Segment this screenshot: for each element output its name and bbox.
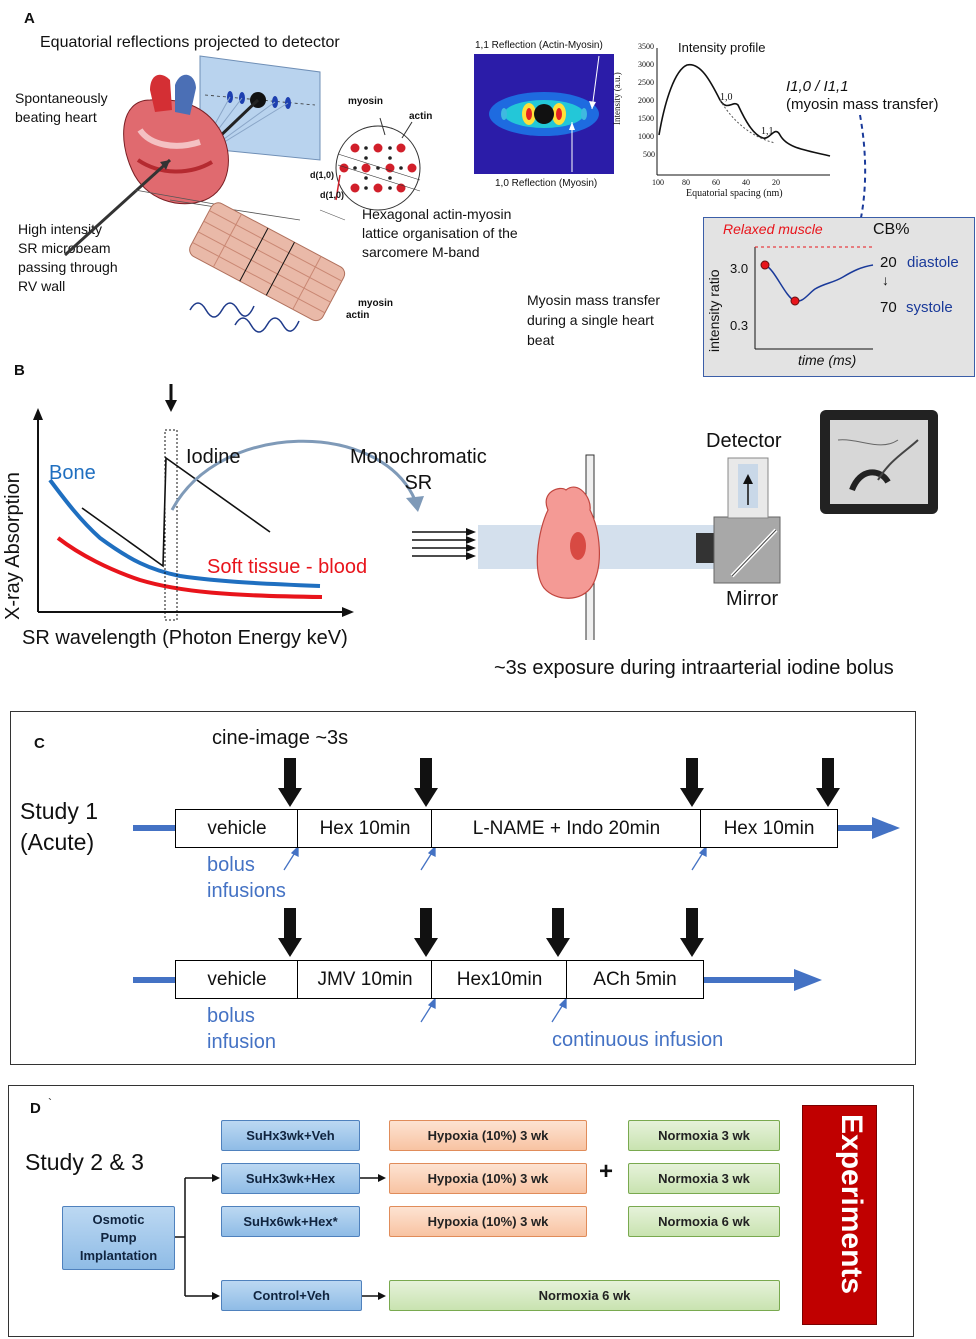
- panel-a-letter: A: [24, 10, 35, 27]
- lattice-myosin-label: myosin: [348, 96, 384, 107]
- iodine-label: Iodine: [186, 446, 241, 468]
- panel-d-tick: `: [48, 1096, 52, 1110]
- profile-peak11: 1,1: [761, 126, 774, 137]
- cine-label: cine-image ~3s: [212, 727, 349, 749]
- panel-b-letter: B: [14, 362, 25, 379]
- continuous-infusion-label: continuous infusion: [552, 1029, 724, 1051]
- lattice-d10-label-a: d(1,0): [310, 170, 335, 180]
- exposure-label: ~3s exposure during intraarterial iodine…: [494, 657, 894, 679]
- inset-ylabel: intensity ratio: [706, 269, 722, 352]
- diffraction-image: [474, 54, 614, 174]
- intensity-ratio-plot: [754, 246, 874, 350]
- hypoxia-box-1: Hypoxia (10%) 3 wk: [389, 1120, 587, 1151]
- intensity-profile-plot: [656, 48, 831, 176]
- inset-xlabel: time (ms): [798, 352, 857, 368]
- row1-hex-box: Hex 10min: [297, 809, 433, 848]
- mirror-label: Mirror: [726, 588, 779, 610]
- inset-relaxed-label: Relaxed muscle: [723, 221, 823, 237]
- normoxia-box-1: Normoxia 3 wk: [628, 1120, 780, 1151]
- panel-c-letter: C: [34, 735, 45, 752]
- control-normoxia-box: Normoxia 6 wk: [389, 1280, 780, 1311]
- row2-jmv-box: JMV 10min: [297, 960, 433, 999]
- soft-tissue-label: Soft tissue - blood: [207, 556, 368, 578]
- bone-label: Bone: [49, 462, 96, 484]
- fiber-actin-label: actin: [346, 310, 370, 321]
- study23-connectors: [175, 1174, 386, 1300]
- panel-d-frame: [8, 1085, 914, 1337]
- intensity-ratio-inset: [703, 217, 975, 377]
- row2-hex-box: Hex10min: [431, 960, 568, 999]
- ratio-sub: (myosin mass transfer): [786, 96, 939, 113]
- experiments-box: [802, 1105, 877, 1325]
- normoxia-box-2: Normoxia 3 wk: [628, 1163, 780, 1194]
- timeline-svg: [133, 758, 900, 1023]
- inset-diastole-value: 20: [880, 254, 897, 271]
- profile-peak10: 1,0: [720, 92, 733, 103]
- panel-c-frame: [10, 711, 916, 1065]
- group-suhx3-veh: SuHx3wk+Veh: [221, 1120, 360, 1151]
- fiber-myosin-label: myosin: [358, 298, 394, 309]
- profile-title: Intensity profile: [678, 40, 766, 55]
- profile-ylabel: Intensity (a.u.): [612, 72, 622, 125]
- inset-cb-label: CB%: [873, 221, 910, 238]
- row2-vehicle-box: vehicle: [175, 960, 299, 999]
- row1-hex2-box: Hex 10min: [700, 809, 838, 848]
- study1-label: Study 1(Acute): [20, 798, 98, 855]
- panel-d-letter: D: [30, 1100, 41, 1117]
- heart-illustration: [63, 55, 421, 333]
- ratio-label: I1,0 / I1,1: [786, 78, 849, 95]
- group-suhx3-hex: SuHx3wk+Hex: [221, 1163, 360, 1194]
- inset-systole: systole: [906, 299, 953, 316]
- lattice-d10-label-b: d(1,0): [320, 190, 345, 200]
- group-suhx6-hex: SuHx6wk+Hex*: [221, 1206, 360, 1237]
- plus-sign: +: [599, 1158, 614, 1185]
- absorption-diagram: [33, 384, 938, 640]
- diffraction-bottom-label: 1,0 Reflection (Myosin): [495, 178, 598, 189]
- profile-xlabel: Equatorial spacing (nm): [686, 188, 783, 199]
- absorption-ylabel: X-ray Absorption: [2, 472, 24, 620]
- normoxia-box-3: Normoxia 6 wk: [628, 1206, 780, 1237]
- experiments-label: Experiments: [835, 1114, 868, 1295]
- group-control-veh: Control+Veh: [221, 1280, 362, 1311]
- row1-vehicle-box: vehicle: [175, 809, 299, 848]
- absorption-xlabel: SR wavelength (Photon Energy keV): [22, 627, 348, 649]
- row1-lname-box: L-NAME + Indo 20min: [431, 809, 702, 848]
- inset-tick-high: 3.0: [730, 261, 749, 276]
- inset-arrow: ↓: [882, 272, 889, 288]
- study23-label: Study 2 & 3: [25, 1149, 144, 1175]
- lattice-actin-label: actin: [409, 111, 433, 122]
- row2-ach-box: ACh 5min: [566, 960, 704, 999]
- hypoxia-box-2: Hypoxia (10%) 3 wk: [389, 1163, 587, 1194]
- inset-diastole: diastole: [907, 254, 959, 271]
- equatorial-title: Equatorial reflections projected to dete…: [40, 34, 340, 51]
- inset-tick-low: 0.3: [730, 318, 749, 333]
- inset-systole-value: 70: [880, 299, 897, 316]
- diffraction-top-label: 1,1 Reflection (Actin-Myosin): [475, 40, 603, 51]
- detector-label: Detector: [706, 430, 782, 452]
- hypoxia-box-3: Hypoxia (10%) 3 wk: [389, 1206, 587, 1237]
